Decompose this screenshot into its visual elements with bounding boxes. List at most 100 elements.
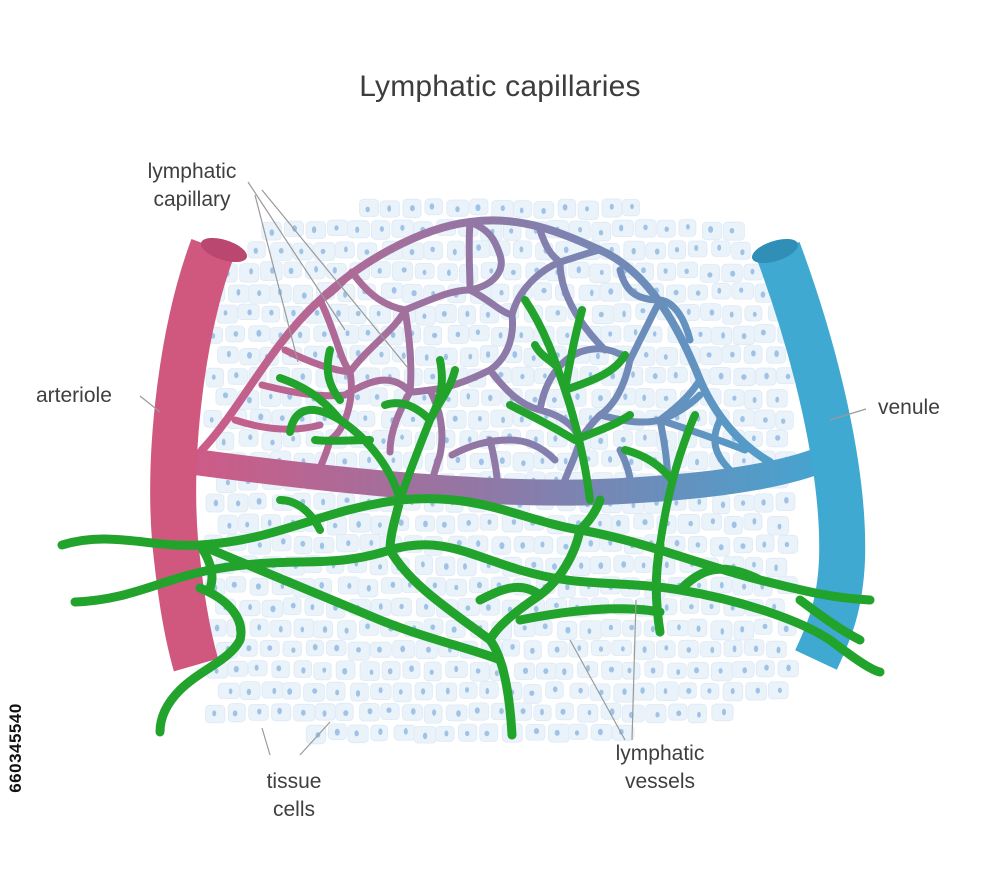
cell-nucleus xyxy=(452,415,458,422)
cell-nucleus xyxy=(212,710,217,717)
cell-nucleus xyxy=(532,396,538,403)
cell-nucleus xyxy=(248,434,253,441)
cell-nucleus xyxy=(400,645,406,653)
cell-nucleus xyxy=(608,456,613,463)
stock-image-id: 660345540 xyxy=(6,648,26,848)
tissue-cell xyxy=(687,703,707,724)
cell-nucleus xyxy=(486,351,491,358)
cell-nucleus xyxy=(708,226,714,233)
tissue-cell xyxy=(293,618,315,638)
cell-nucleus xyxy=(247,309,252,316)
lymphatic-capillary-branches xyxy=(276,296,699,549)
cell-nucleus xyxy=(314,266,318,273)
cell-nucleus xyxy=(390,581,396,588)
tissue-cell xyxy=(239,263,260,283)
cell-nucleus xyxy=(429,203,435,210)
cell-nucleus xyxy=(465,605,471,611)
cell-nucleus xyxy=(334,644,340,652)
cell-nucleus xyxy=(598,520,602,527)
cell-nucleus xyxy=(590,289,594,297)
cell-nucleus xyxy=(281,538,286,545)
cell-nucleus xyxy=(343,710,349,716)
cell-nucleus xyxy=(652,331,657,337)
cell-nucleus xyxy=(379,226,384,232)
cell-nucleus xyxy=(363,415,368,421)
cell-nucleus xyxy=(452,248,457,256)
cell-nucleus xyxy=(475,329,480,336)
cell-nucleus xyxy=(487,519,492,525)
label-lymphatic-vessels-line2: vessels xyxy=(624,770,696,793)
cell-nucleus xyxy=(378,687,383,694)
cell-nucleus xyxy=(642,519,648,526)
cell-nucleus xyxy=(270,439,275,446)
cell-nucleus xyxy=(695,542,701,548)
cell-nucleus xyxy=(456,540,462,546)
cell-nucleus xyxy=(400,224,405,231)
cell-nucleus xyxy=(717,244,722,251)
cell-nucleus xyxy=(563,457,568,465)
cell-nucleus xyxy=(477,416,482,422)
cell-nucleus xyxy=(367,456,372,464)
cell-nucleus xyxy=(663,395,669,401)
cell-nucleus xyxy=(774,564,778,572)
cell-nucleus xyxy=(522,625,527,631)
cell-nucleus xyxy=(391,287,397,294)
cell-nucleus xyxy=(253,247,258,254)
cell-nucleus xyxy=(608,331,613,337)
cell-nucleus xyxy=(463,563,467,570)
cell-nucleus xyxy=(299,248,304,255)
lymphatic-main-vessels xyxy=(57,494,885,740)
cell-nucleus xyxy=(335,689,340,696)
cell-nucleus xyxy=(365,329,371,336)
cell-nucleus xyxy=(740,626,745,633)
cell-nucleus xyxy=(297,331,303,338)
cell-nucleus xyxy=(332,522,338,529)
cell-nucleus xyxy=(598,646,604,652)
cell-nucleus xyxy=(313,351,318,358)
cell-nucleus xyxy=(400,434,404,440)
cell-nucleus xyxy=(729,228,735,234)
cell-nucleus xyxy=(578,227,582,233)
cell-nucleus xyxy=(520,708,526,715)
cell-nucleus xyxy=(597,728,603,736)
cell-nucleus xyxy=(718,668,723,674)
leader-lymphatic-capillary-1 xyxy=(247,181,346,331)
cell-nucleus xyxy=(466,393,471,400)
cell-nucleus xyxy=(709,603,714,610)
cell-nucleus xyxy=(366,585,371,592)
cell-nucleus xyxy=(344,246,348,253)
cell-nucleus xyxy=(740,249,745,256)
cell-nucleus xyxy=(732,395,737,401)
cell-nucleus xyxy=(620,436,626,443)
cell-nucleus xyxy=(621,561,627,568)
cell-nucleus xyxy=(432,582,438,589)
cell-nucleus xyxy=(694,245,699,251)
cell-nucleus xyxy=(422,313,427,319)
cell-nucleus xyxy=(410,205,415,212)
cell-nucleus xyxy=(422,269,427,276)
cell-nucleus xyxy=(595,352,600,360)
cell-nucleus xyxy=(674,500,679,506)
cell-nucleus xyxy=(697,498,702,505)
cell-nucleus xyxy=(663,688,668,695)
tissue-cell xyxy=(577,704,599,723)
cell-nucleus xyxy=(454,584,459,591)
cell-nucleus xyxy=(256,329,262,337)
cell-nucleus xyxy=(664,604,669,611)
cell-nucleus xyxy=(288,267,294,275)
cell-nucleus xyxy=(579,562,584,569)
cell-nucleus xyxy=(334,728,340,736)
cell-nucleus xyxy=(292,225,297,232)
cell-nucleus xyxy=(764,664,769,671)
cell-nucleus xyxy=(752,561,756,568)
cell-nucleus xyxy=(500,205,505,212)
cell-nucleus xyxy=(751,350,756,357)
cell-nucleus xyxy=(214,624,220,632)
cell-nucleus xyxy=(233,666,239,673)
cell-nucleus xyxy=(543,668,549,674)
cell-nucleus xyxy=(501,416,505,424)
cell-nucleus xyxy=(446,396,451,402)
cell-nucleus xyxy=(521,460,526,467)
cell-nucleus xyxy=(279,415,285,421)
cell-nucleus xyxy=(554,646,560,653)
